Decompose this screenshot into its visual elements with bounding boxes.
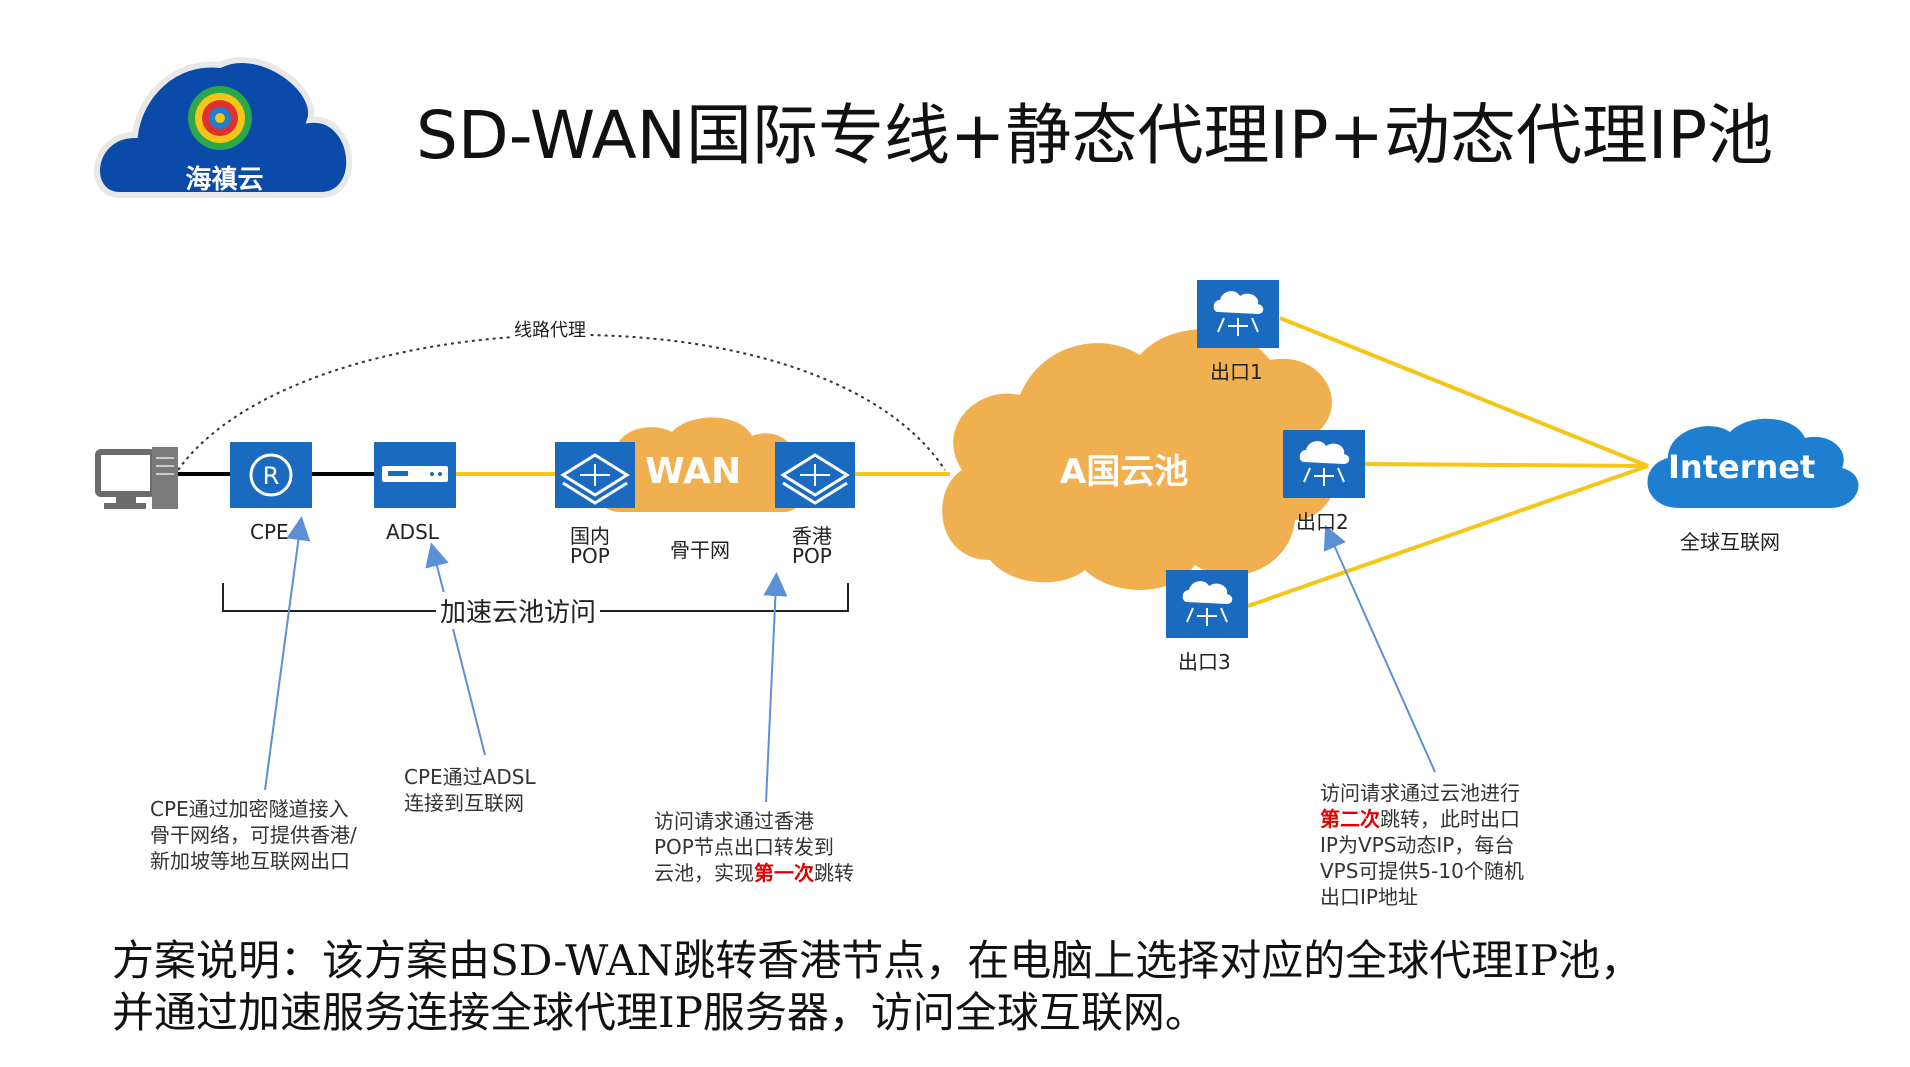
hk-note-line: 云池，实现第一次跳转	[654, 860, 854, 886]
adsl-note: CPE通过ADSL 连接到互联网	[404, 764, 536, 816]
internet-cloud-icon	[1647, 418, 1859, 508]
exit3-icon	[1166, 570, 1248, 638]
exit3-label: 出口3	[1178, 650, 1231, 674]
adsl-note-line: 连接到互联网	[404, 791, 524, 815]
wan-label: WAN	[645, 451, 742, 492]
line-proxy-arc	[177, 333, 946, 471]
internet-label: Internet	[1668, 448, 1816, 486]
domestic-pop-icon	[555, 442, 635, 508]
cpe-note-line: 骨干网络，可提供香港/	[150, 823, 357, 847]
computer-icon	[95, 447, 178, 509]
exit1-icon	[1197, 280, 1279, 348]
logo-text: 海禛云	[185, 165, 264, 195]
cpe-router-icon: R	[230, 442, 312, 508]
exit1-label: 出口1	[1210, 360, 1263, 384]
pool-note-line: 出口IP地址	[1320, 885, 1418, 909]
hk-note-text: 云池，实现	[654, 861, 754, 885]
hk-note-text: 跳转	[814, 861, 854, 885]
hk-pop-label-1: 香港	[792, 524, 832, 548]
bracket-label: 加速云池访问	[436, 592, 601, 629]
hk-pop-icon	[775, 442, 855, 508]
page-title: SD-WAN国际专线+静态代理IP+动态代理IP池	[416, 97, 1774, 174]
backbone-label: 骨干网	[670, 538, 730, 562]
exit2-label: 出口2	[1296, 510, 1349, 534]
wan-cloud-icon	[596, 417, 805, 513]
hk-note-line: POP节点出口转发到	[654, 835, 834, 859]
cpe-note-line: 新加坡等地互联网出口	[150, 849, 350, 873]
hk-note: 访问请求通过香港 POP节点出口转发到 云池，实现第一次跳转	[654, 808, 854, 886]
domestic-pop-label-1: 国内	[570, 524, 610, 548]
adsl-modem-icon	[374, 442, 456, 508]
adsl-note-line: CPE通过ADSL	[404, 765, 536, 789]
footer-line: 方案说明：该方案由SD-WAN跳转香港节点，在电脑上选择对应的全球代理IP池，	[112, 936, 1643, 985]
hk-note-line: 访问请求通过香港	[654, 809, 814, 833]
exit2-icon	[1283, 430, 1365, 498]
cloud-pool-icon	[942, 329, 1339, 590]
first-hop-highlight: 第一次	[754, 861, 814, 885]
domestic-pop-label-2: POP	[570, 544, 610, 568]
cpe-label: CPE	[250, 520, 289, 544]
pool-note-line: 访问请求通过云池进行	[1320, 781, 1520, 805]
solution-description: 方案说明：该方案由SD-WAN跳转香港节点，在电脑上选择对应的全球代理IP池， …	[112, 935, 1642, 1039]
pool-note-text: 跳转，此时出口	[1380, 807, 1520, 831]
pool-note-line: 第二次跳转，此时出口	[1320, 806, 1524, 832]
cloud-pool-label: A国云池	[1060, 452, 1189, 492]
pool-note: 访问请求通过云池进行 第二次跳转，此时出口 IP为VPS动态IP，每台 VPS可…	[1320, 780, 1524, 910]
line-proxy-label: 线路代理	[512, 316, 588, 342]
pool-note-line: IP为VPS动态IP，每台	[1320, 833, 1515, 857]
cpe-note-line: CPE通过加密隧道接入	[150, 797, 349, 821]
svg-text:R: R	[263, 462, 280, 490]
second-hop-highlight: 第二次	[1320, 807, 1380, 831]
adsl-label: ADSL	[386, 520, 439, 544]
footer-line: 并通过加速服务连接全球代理IP服务器，访问全球互联网。	[112, 988, 1207, 1037]
logo-cloud-icon	[94, 57, 353, 198]
pool-note-line: VPS可提供5-10个随机	[1320, 859, 1524, 883]
cpe-note: CPE通过加密隧道接入 骨干网络，可提供香港/ 新加坡等地互联网出口	[150, 796, 357, 874]
hk-pop-label-2: POP	[792, 544, 832, 568]
global-internet-label: 全球互联网	[1680, 530, 1780, 554]
